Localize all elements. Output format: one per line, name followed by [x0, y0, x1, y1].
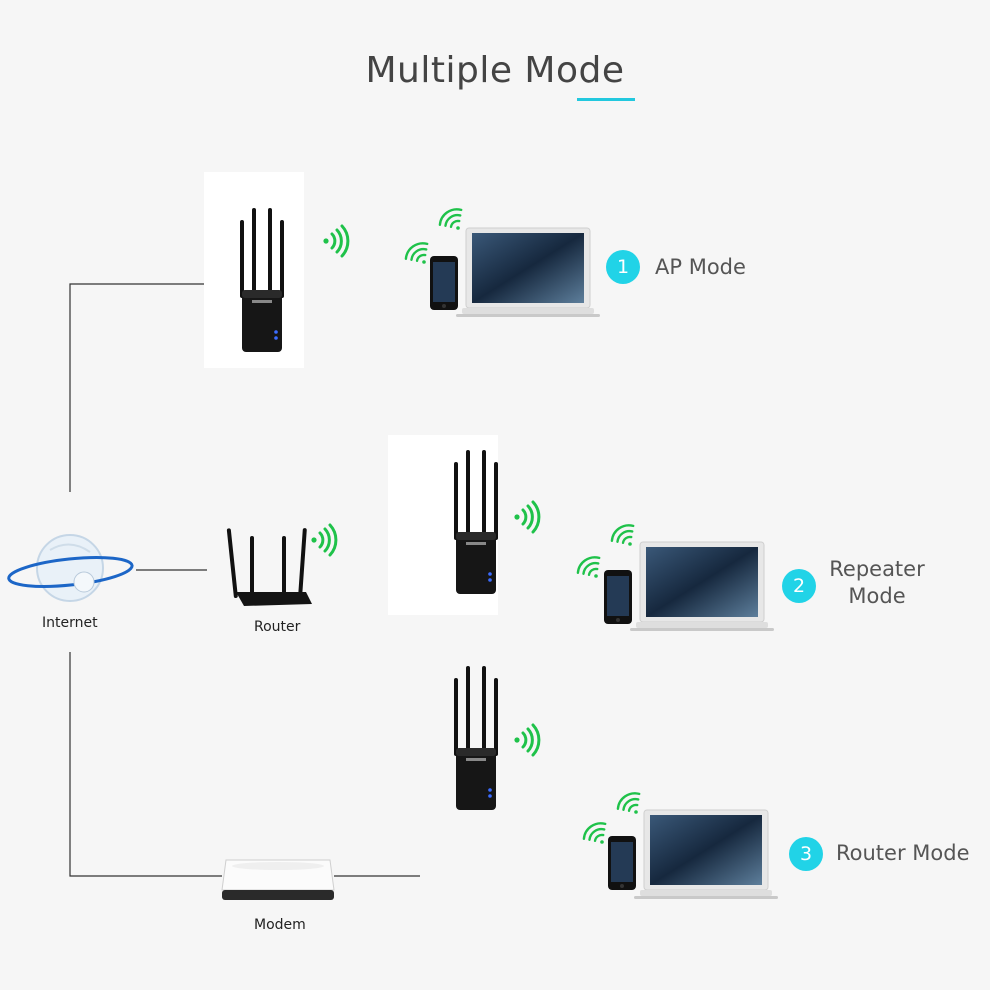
phone-icon [430, 256, 458, 310]
router-label: Router [254, 619, 301, 635]
mode-1-label-line: AP Mode [655, 255, 746, 279]
mode-3-badge: 3 [789, 837, 823, 871]
extender-icon-ap [240, 208, 284, 352]
wifi-signal-icon [321, 224, 350, 258]
mode-2-label-line-2: Mode [848, 584, 906, 608]
wifi-signal-icon [607, 519, 635, 547]
wifi-signal-icon [512, 723, 541, 757]
wifi-signal-icon [512, 500, 541, 534]
mode-2-label: Repeater Mode [822, 556, 932, 610]
mode-3-label-line: Router Mode [836, 841, 970, 865]
mode-3-label: Router Mode [836, 840, 970, 867]
wifi-signal-icon [613, 787, 641, 815]
wifi-signal-icon [435, 203, 463, 232]
internet-label: Internet [42, 615, 98, 631]
wifi-signal-icon [309, 523, 338, 557]
connection-lines [69, 283, 420, 877]
mode-1-label: AP Mode [655, 254, 746, 281]
page-title: Multiple Mode [365, 50, 625, 91]
router-icon [226, 528, 312, 606]
wifi-signal-icon [573, 551, 601, 579]
title-underline [577, 98, 635, 101]
extender-icon-repeater [454, 450, 498, 594]
laptop-icon [633, 809, 779, 900]
wifi-signal-icon [401, 237, 429, 265]
phone-icon [604, 570, 632, 624]
mode-2-badge: 2 [782, 569, 816, 603]
laptop-icon [629, 541, 775, 632]
modem-label: Modem [254, 917, 306, 933]
globe-icon [7, 534, 134, 602]
phone-icon [608, 836, 636, 890]
mode-2-label-line-1: Repeater [829, 557, 925, 581]
modem-icon [221, 859, 335, 900]
laptop-icon [455, 227, 601, 318]
wifi-signal-icon [579, 817, 607, 845]
extender-icon-router [454, 666, 498, 810]
mode-1-badge: 1 [606, 250, 640, 284]
